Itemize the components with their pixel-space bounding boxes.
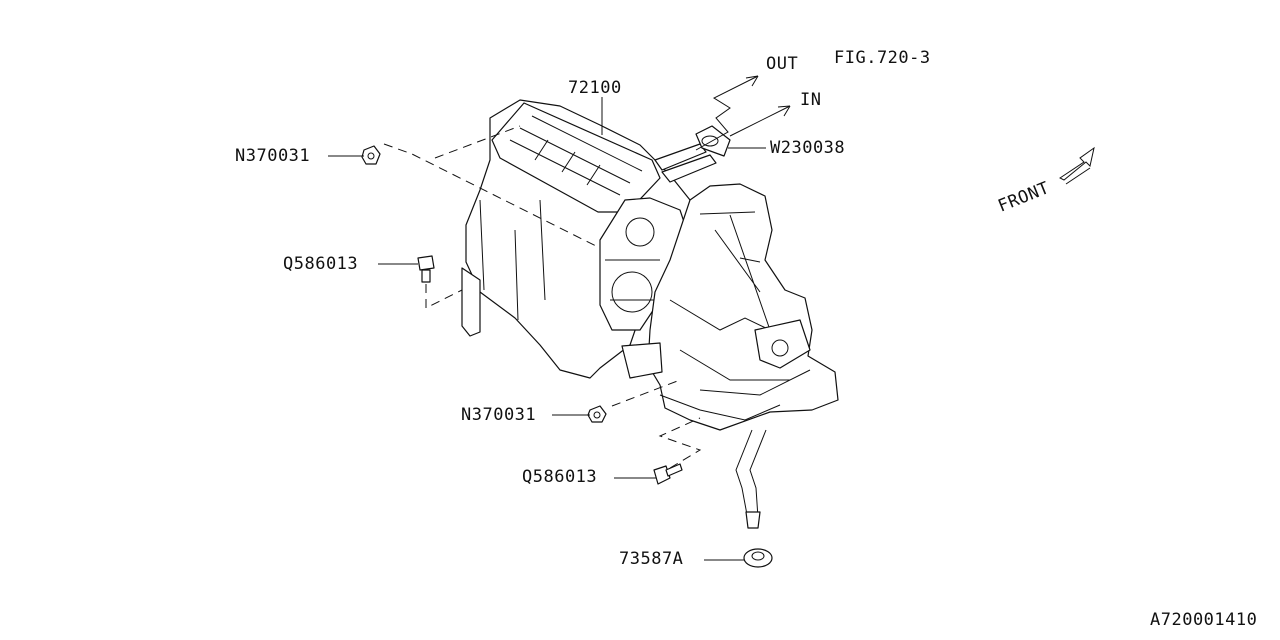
callout-heater-unit: 72100 [568, 78, 622, 98]
front-arrow-icon [1059, 146, 1095, 185]
in-label: IN [800, 90, 822, 110]
bolt-lower-part [653, 463, 683, 485]
in-arrow [729, 105, 791, 137]
callout-nut-lower: N370031 [461, 405, 537, 425]
nut-lower-part [587, 405, 607, 423]
nut-upper-part [361, 145, 381, 165]
drawing-id: A720001410 [1150, 610, 1258, 630]
out-arrow [695, 75, 759, 151]
callout-grommet: 73587A [619, 549, 684, 569]
out-label: OUT [766, 54, 799, 74]
callout-bolt-lower: Q586013 [522, 467, 598, 487]
heater-unit-assembly [461, 99, 839, 529]
callout-nut-upper: N370031 [235, 146, 311, 166]
figure-reference: FIG.720-3 [834, 48, 931, 68]
bolt-upper-part [417, 255, 435, 283]
callout-gasket: W230038 [770, 138, 846, 158]
grommet-part [743, 548, 773, 568]
leader-lines [328, 97, 766, 561]
callout-bolt-upper: Q586013 [283, 254, 359, 274]
dashed-guide-lines [383, 125, 702, 469]
